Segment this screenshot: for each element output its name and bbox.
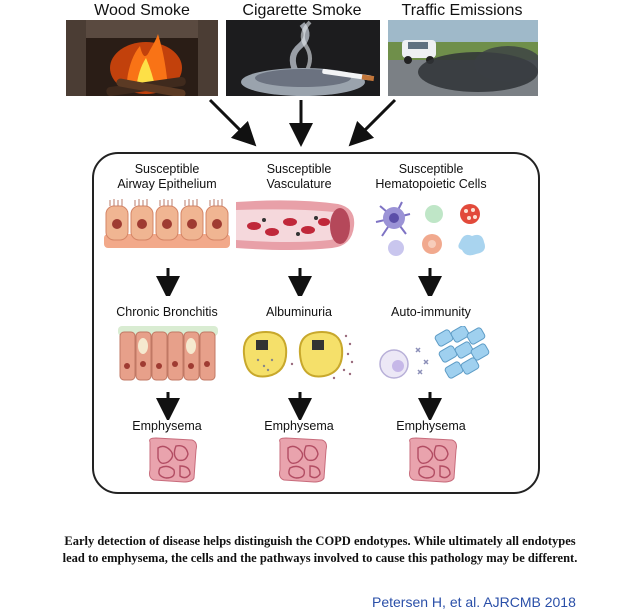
column-title-line2: Vasculature — [266, 177, 332, 191]
bronchitis-tissue-illustration — [118, 324, 218, 384]
stage-albuminuria: Albuminuria — [265, 305, 332, 319]
down-arrows-row-2 — [156, 392, 442, 420]
lung-tissue-icon-1 — [146, 436, 200, 484]
lung-tissue-icon-2 — [276, 436, 330, 484]
column-title-line2: Hematopoietic Cells — [375, 177, 487, 191]
column-title-line1: Susceptible — [398, 162, 464, 176]
column-title-line1: Susceptible — [134, 162, 200, 176]
column-title-hematopoietic: Susceptible Hematopoietic Cells — [356, 162, 506, 192]
hematopoietic-cells-illustration — [372, 198, 494, 260]
blood-vessel-illustration — [234, 196, 358, 254]
figure-caption: Early detection of disease helps disting… — [8, 533, 632, 567]
car-exhaust-photo — [388, 20, 538, 96]
albuminuria-illustration — [238, 324, 358, 384]
lung-tissue-icon-3 — [406, 436, 460, 484]
auto-immunity-illustration — [378, 326, 498, 384]
stage-chronic-bronchitis: Chronic Bronchitis — [116, 305, 218, 319]
outcome-emphysema-3: Emphysema — [396, 419, 466, 433]
fireplace-photo — [66, 20, 218, 96]
airway-epithelium-illustration — [102, 198, 232, 252]
outcome-emphysema-1: Emphysema — [132, 419, 202, 433]
down-arrows-row-1 — [156, 268, 442, 296]
source-arrows — [208, 98, 397, 147]
column-title-line1: Susceptible — [266, 162, 332, 176]
stage-auto-immunity: Auto-immunity — [391, 305, 471, 319]
column-title-airway: Susceptible Airway Epithelium — [92, 162, 242, 192]
caption-line-2: lead to emphysema, the cells and the pat… — [62, 551, 578, 565]
source-label-wood-smoke: Wood Smoke — [94, 2, 190, 19]
citation: Petersen H, et al. AJRCMB 2018 — [372, 594, 576, 610]
column-title-line2: Airway Epithelium — [117, 177, 217, 191]
outcome-emphysema-2: Emphysema — [264, 419, 334, 433]
endotype-frame — [92, 152, 540, 494]
column-title-vasculature: Susceptible Vasculature — [224, 162, 374, 192]
source-label-traffic-emissions: Traffic Emissions — [401, 2, 523, 19]
caption-line-1: Early detection of disease helps disting… — [64, 534, 576, 548]
source-label-cigarette-smoke: Cigarette Smoke — [242, 2, 362, 19]
ashtray-photo — [226, 20, 380, 96]
